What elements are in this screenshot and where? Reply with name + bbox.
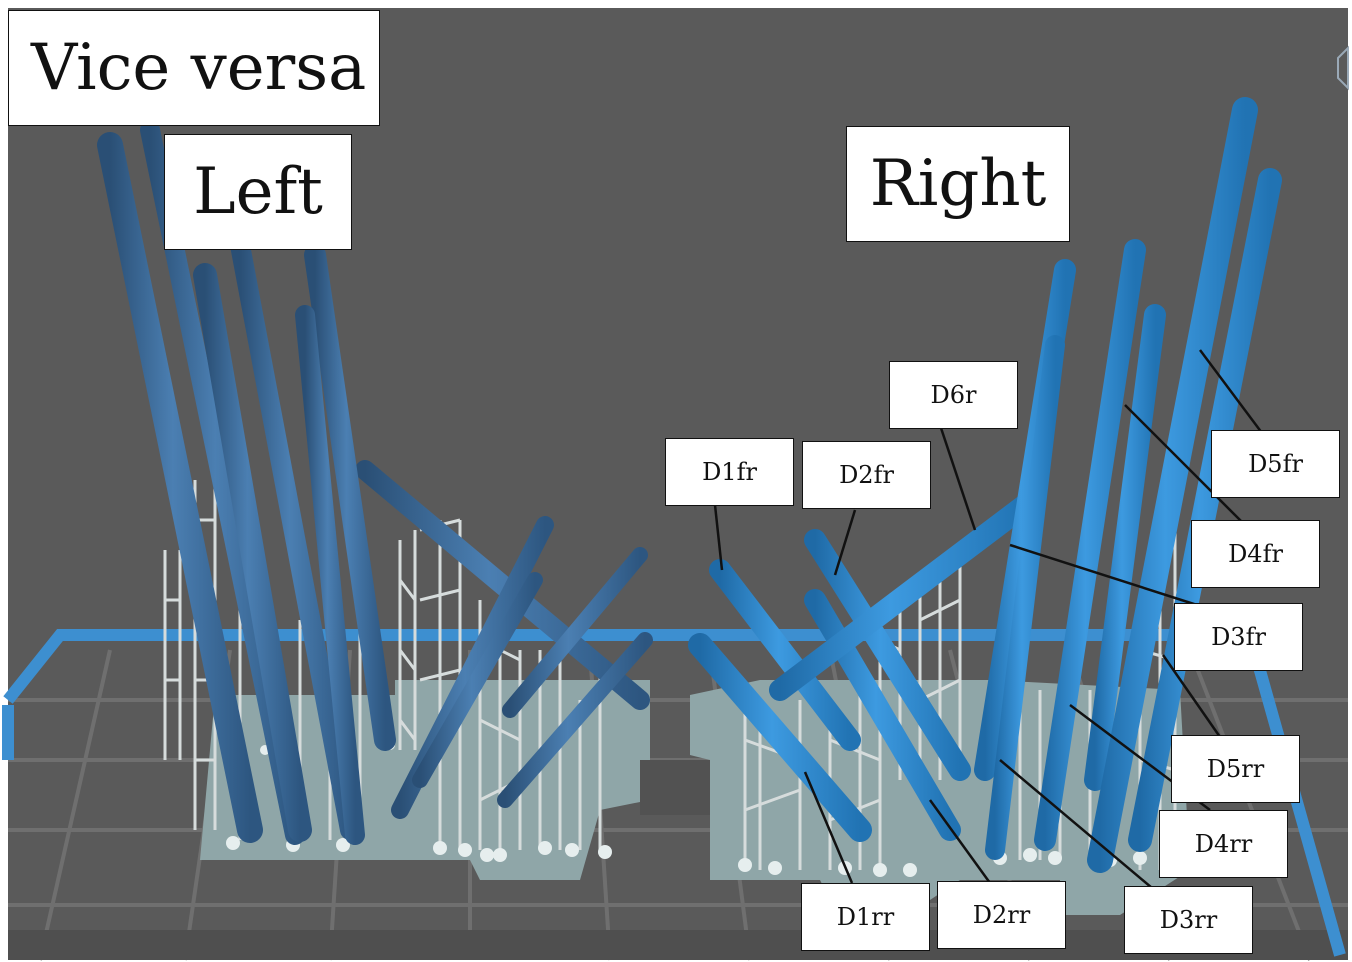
right-diagonal-rods [688,494,1036,842]
label-D5fr: D5fr [1211,430,1340,498]
leader-D2rr [928,799,992,884]
view-cube-icon[interactable] [1337,45,1349,91]
label-D1rr: D1rr [801,883,930,951]
right-vertical-rods [974,97,1282,873]
label-D1fr-text: D1fr [702,458,757,486]
headline-text: Vice versa [31,31,367,105]
label-D2rr-text: D2rr [972,901,1031,929]
label-D2rr: D2rr [937,881,1066,949]
label-D2fr-text: D2fr [839,461,894,489]
label-D1rr-text: D1rr [836,903,895,931]
leader-D6r [938,424,977,531]
label-D3rr: D3rr [1124,886,1253,954]
left-group-text: Left [193,155,323,229]
leader-D3rr [999,759,1153,889]
label-D5rr: D5rr [1171,735,1300,803]
label-D6r-text: D6r [930,381,977,409]
label-D4fr-text: D4fr [1228,540,1283,568]
label-D1fr: D1fr [665,438,794,506]
label-D4rr: D4rr [1159,810,1288,878]
leader-D1fr [713,504,724,571]
leader-lines [713,349,1264,889]
headline-label: Vice versa [8,10,380,126]
label-D6r: D6r [889,361,1018,429]
label-D5rr-text: D5rr [1206,755,1265,783]
left-group-label: Left [164,134,352,250]
label-D3rr-text: D3rr [1159,906,1218,934]
leader-D5rr [1161,654,1222,738]
leader-D3fr [1009,543,1198,607]
left-support-feet [226,740,612,862]
label-D4rr-text: D4rr [1194,830,1253,858]
label-D3fr-text: D3fr [1211,623,1266,651]
right-group-label: Right [846,126,1070,242]
label-D3fr: D3fr [1174,603,1303,671]
leader-D5fr [1198,349,1264,434]
label-D5fr-text: D5fr [1248,450,1303,478]
leader-D4fr [1124,404,1243,523]
label-D4fr: D4fr [1191,520,1320,588]
leader-D1rr [803,771,854,884]
leader-D2fr [833,509,857,576]
right-group-text: Right [869,147,1047,221]
label-D2fr: D2fr [802,441,931,509]
left-diagonal-rods [355,460,653,819]
